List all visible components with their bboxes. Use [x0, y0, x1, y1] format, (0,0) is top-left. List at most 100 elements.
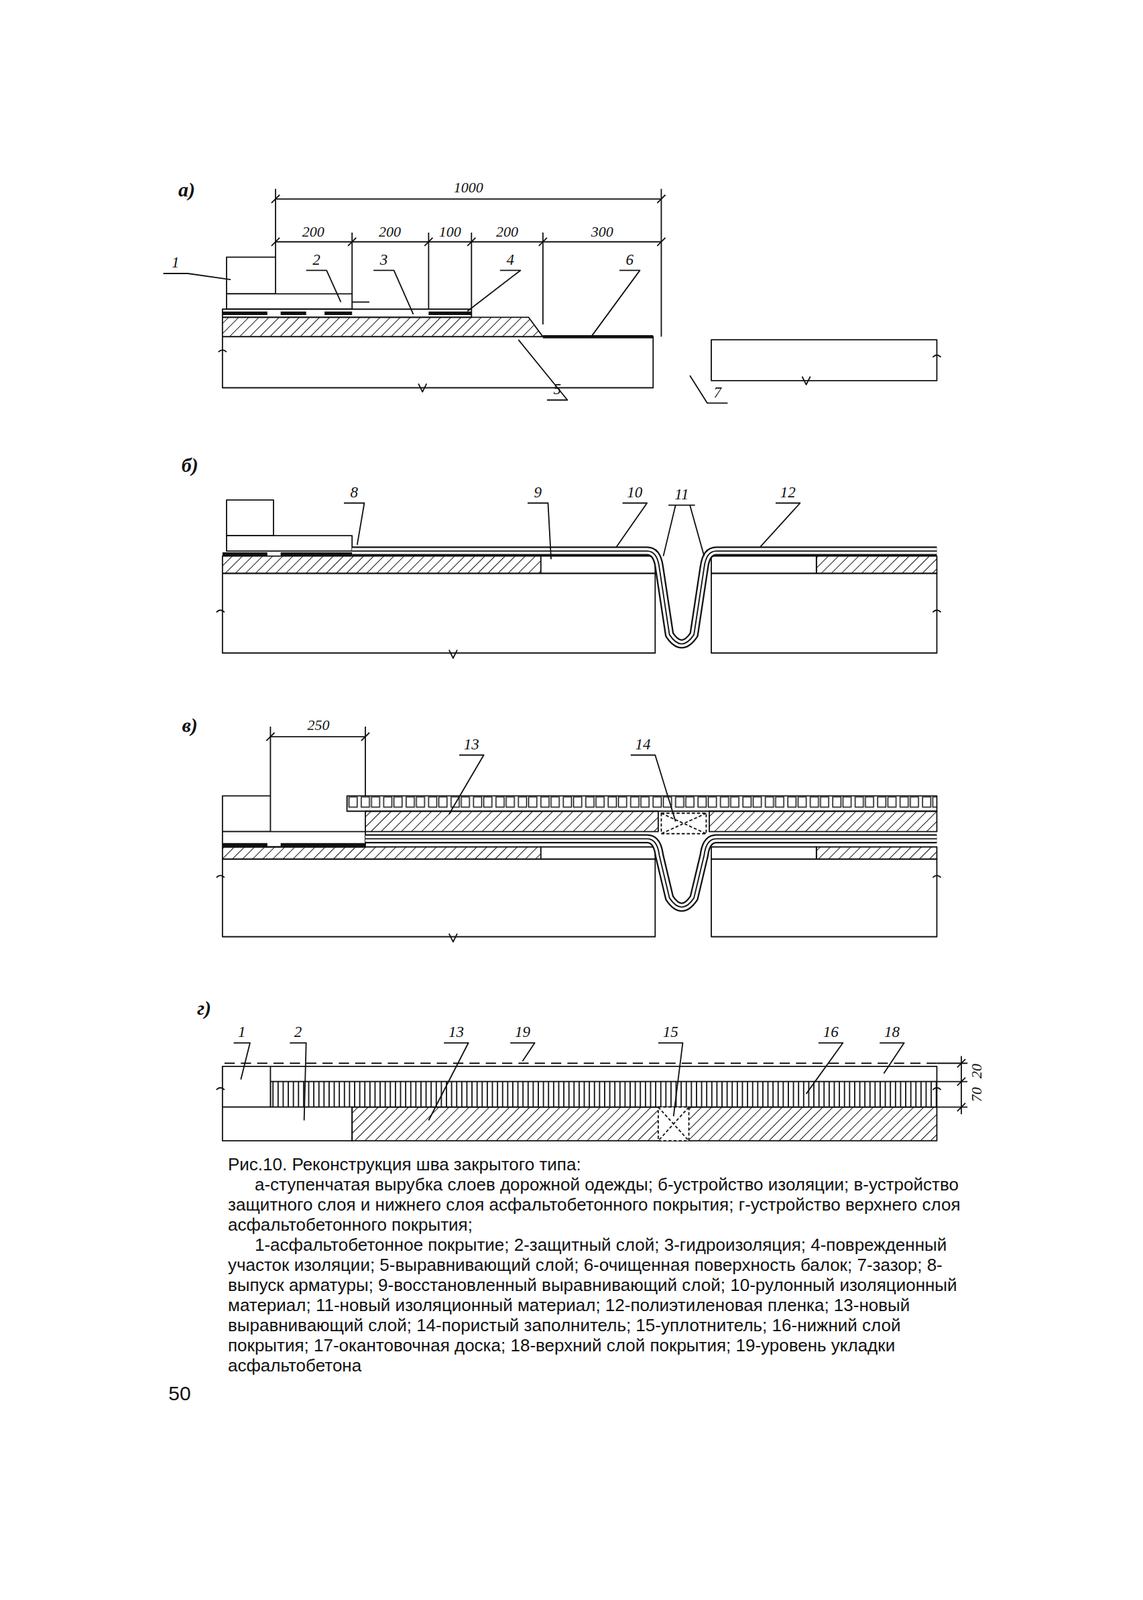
extension-line — [270, 726, 366, 797]
levelling-layer — [222, 556, 541, 574]
break-mark — [216, 610, 942, 659]
restored-layer — [711, 847, 817, 860]
dimension-line — [275, 241, 661, 243]
leader-line — [591, 270, 641, 336]
dimension-value: 70 — [969, 1086, 985, 1104]
callout-number: 8 — [349, 484, 358, 500]
legend-note: 1-асфальтобетонное покрытие; 2-защитный … — [227, 1234, 986, 1376]
porous-filler-cross — [660, 813, 706, 834]
asphalt-block — [222, 1066, 271, 1108]
dimension-value: 100 — [437, 224, 463, 240]
extension-line — [936, 1063, 968, 1107]
caption-block: Рис.10. Реконструкция шва закрытого типа… — [227, 1154, 986, 1376]
subfigure-letter: а) — [178, 179, 196, 200]
leader-line — [233, 1043, 251, 1080]
leader-line — [616, 502, 647, 547]
leader-line — [373, 270, 413, 314]
callout-number: 19 — [514, 1024, 531, 1040]
dimension-line — [960, 1056, 962, 1115]
leader-line — [449, 755, 485, 815]
asphalt-block — [226, 500, 274, 536]
cleaned-surface — [543, 335, 653, 339]
callout-number: 16 — [823, 1024, 839, 1040]
callout-number: 1 — [237, 1024, 247, 1040]
leader-line — [289, 1043, 306, 1121]
subfigure-letter: г) — [197, 998, 212, 1019]
leader-line — [879, 1043, 905, 1074]
waterproofing-dark — [222, 311, 472, 316]
callout-number: 13 — [463, 736, 480, 752]
callout-number: 2 — [294, 1024, 303, 1040]
break-mark — [216, 1088, 942, 1091]
asphalt-block — [222, 795, 271, 832]
callout-number: 2 — [312, 251, 321, 267]
callout-number: 4 — [506, 251, 515, 267]
figure-title: Рис.10. Реконструкция шва закрытого типа… — [227, 1154, 986, 1175]
callout-number: 1 — [171, 254, 180, 271]
leader-line — [806, 1043, 844, 1095]
protective-layer — [222, 1107, 352, 1141]
beam — [222, 859, 655, 938]
dimension-tick — [271, 195, 666, 204]
beam — [711, 339, 937, 381]
waterproofing-dark — [222, 552, 352, 556]
subfigure-letter: б) — [181, 455, 199, 476]
restored-layer — [540, 556, 655, 574]
restored-layer — [540, 847, 655, 860]
dimension-tick — [957, 1059, 966, 1112]
upper-asphalt-layer — [222, 1066, 938, 1082]
leader-line — [428, 1043, 468, 1121]
leader-line — [343, 502, 365, 545]
dimension-value: 300 — [589, 224, 615, 240]
dimension-line — [270, 736, 366, 738]
beam — [222, 336, 653, 388]
asphalt-level-line — [224, 1062, 938, 1064]
leader-line — [689, 375, 728, 403]
figure-caption: а-ступенчатая вырубка слоев дорожной оде… — [227, 1174, 986, 1235]
asphalt-block — [226, 257, 276, 295]
waterproofing — [222, 309, 472, 318]
subfigure-letter: в) — [181, 715, 198, 736]
levelling-layer — [222, 847, 541, 860]
callout-number: 12 — [780, 484, 796, 500]
restored-layer — [711, 556, 817, 574]
beam — [222, 573, 655, 654]
lower-asphalt-layer — [270, 1081, 937, 1108]
levelling-layer — [816, 847, 938, 860]
beam — [711, 859, 937, 938]
dimension-value: 200 — [301, 224, 326, 240]
waterproofing-dark — [222, 843, 366, 847]
callout-number: 3 — [380, 251, 389, 267]
callout-number: 11 — [674, 486, 689, 502]
protective-layer — [222, 831, 366, 848]
leader-line — [527, 502, 552, 560]
break-mark — [216, 875, 942, 942]
break-mark — [218, 349, 942, 358]
callout-number: 5 — [553, 380, 562, 397]
dimension-value: 200 — [377, 224, 403, 240]
new-levelling-layer — [709, 811, 937, 832]
leader-line — [630, 755, 676, 822]
callout-number: 13 — [448, 1024, 464, 1040]
callout-number: 9 — [534, 484, 543, 500]
callout-number: 14 — [635, 736, 651, 752]
leader-line — [306, 270, 342, 302]
callout-number: 18 — [884, 1024, 900, 1040]
porous-filler — [660, 813, 706, 834]
callout-number: 6 — [626, 251, 635, 267]
callout-number: 7 — [713, 384, 722, 400]
drawing-group — [163, 189, 969, 1141]
levelling-layer — [222, 317, 544, 337]
leader-line — [518, 339, 568, 401]
page-number: 50 — [168, 1383, 191, 1404]
dimension-value: 250 — [305, 717, 331, 733]
lower-asphalt-layer — [347, 795, 938, 812]
rebar-stub — [351, 301, 370, 304]
levelling-layer — [816, 556, 938, 574]
leader-line — [510, 1043, 535, 1062]
membrane — [365, 838, 937, 908]
dimension-line — [275, 198, 661, 200]
dimension-value: 200 — [494, 224, 520, 240]
